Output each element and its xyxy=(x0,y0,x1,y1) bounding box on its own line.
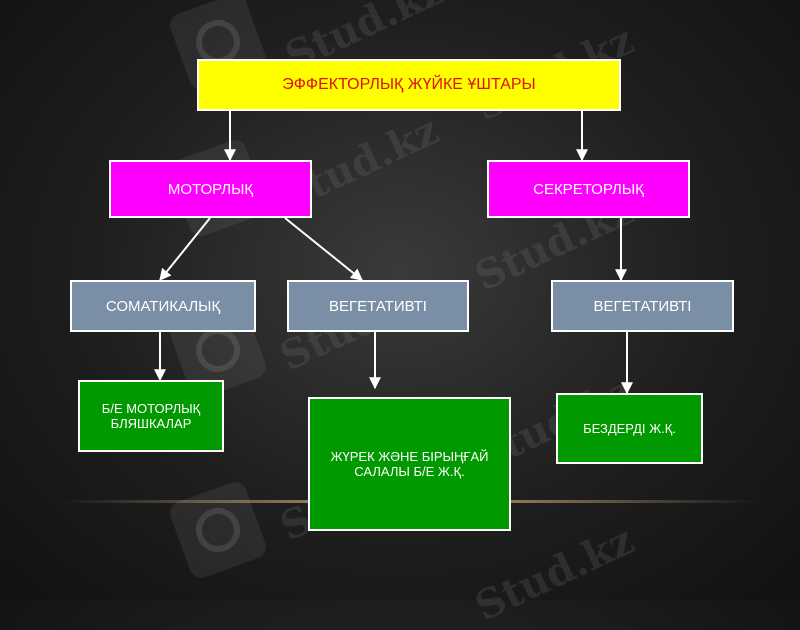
node-glands-label: БЕЗДЕРДІ Ж.Қ. xyxy=(583,421,676,436)
node-vegetative-right: ВЕГЕТАТИВТІ xyxy=(551,280,734,332)
arrow-motor-to-vegetative xyxy=(284,217,363,281)
node-somatic-label: СОМАТИКАЛЫҚ xyxy=(105,297,221,315)
node-motor-plates: Б/Е МОТОРЛЫҚ БЛЯШКАЛАР xyxy=(78,380,224,452)
node-glands: БЕЗДЕРДІ Ж.Қ. xyxy=(556,393,703,464)
node-heart-smooth: ЖҮРЕК ЖӘНЕ БІРЫҢҒАЙ САЛАЛЫ Б/Е Ж.Қ. xyxy=(308,397,511,531)
node-root-label: ЭФФЕКТОРЛЫҚ ЖҮЙКЕ ҰШТАРЫ xyxy=(282,76,536,93)
node-somatic: СОМАТИКАЛЫҚ xyxy=(70,280,256,332)
node-secretory-label: СЕКРЕТОРЛЫҚ xyxy=(533,180,644,198)
connector-arrows xyxy=(154,149,633,395)
node-secretory: СЕКРЕТОРЛЫҚ xyxy=(487,160,690,218)
node-motor-plates-label: Б/Е МОТОРЛЫҚ БЛЯШКАЛАР xyxy=(101,401,201,431)
node-vegetative-left: ВЕГЕТАТИВТІ xyxy=(287,280,469,332)
node-vegetative-left-label: ВЕГЕТАТИВТІ xyxy=(329,297,427,315)
node-vegetative-right-label: ВЕГЕТАТИВТІ xyxy=(593,297,692,315)
arrow-motor-to-somatic xyxy=(159,217,211,281)
node-motor: МОТОРЛЫҚ xyxy=(109,160,312,218)
node-root: ЭФФЕКТОРЛЫҚ ЖҮЙКЕ ҰШТАРЫ xyxy=(197,59,621,111)
node-heart-smooth-label: ЖҮРЕК ЖӘНЕ БІРЫҢҒАЙ САЛАЛЫ Б/Е Ж.Қ. xyxy=(330,449,489,479)
node-motor-label: МОТОРЛЫҚ xyxy=(167,180,254,198)
